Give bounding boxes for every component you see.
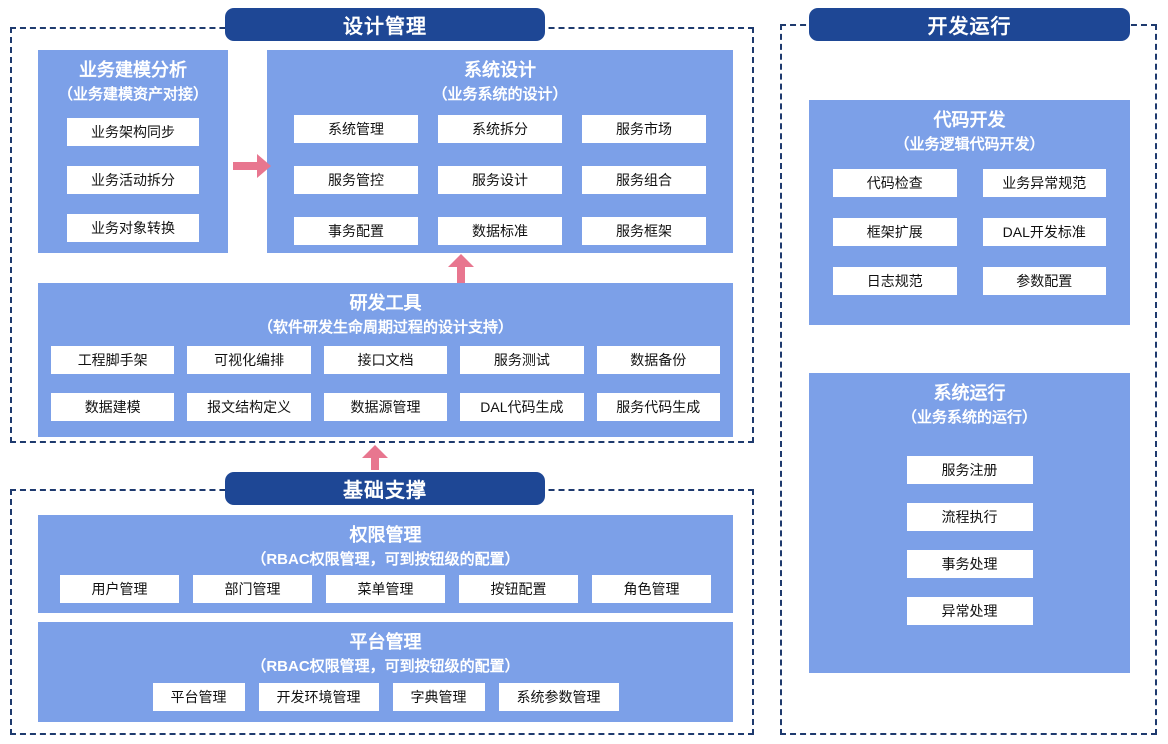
module-item: 异常处理 bbox=[906, 597, 1033, 625]
system-run-title: 系统运行 bbox=[933, 383, 1006, 403]
module-item: 系统管理 bbox=[294, 115, 418, 143]
code-dev-panel: 代码开发 （业务逻辑代码开发） 代码检查 业务异常规范 框架扩展 DAL开发标准… bbox=[809, 100, 1130, 325]
module-item: DAL代码生成 bbox=[460, 393, 584, 421]
platform-mgmt-title: 平台管理 bbox=[349, 632, 422, 652]
dev-tools-subtitle: （软件研发生命周期过程的设计支持） bbox=[257, 319, 513, 336]
module-item: 日志规范 bbox=[833, 267, 957, 295]
business-modeling-title: 业务建模分析 bbox=[79, 60, 187, 80]
module-item: 系统参数管理 bbox=[498, 683, 619, 711]
module-item: 数据标准 bbox=[438, 217, 562, 245]
module-item: 服务组合 bbox=[582, 166, 706, 194]
dev-tools-panel: 研发工具 （软件研发生命周期过程的设计支持） 工程脚手架 可视化编排 接口文档 … bbox=[38, 283, 733, 437]
module-item: 业务异常规范 bbox=[982, 169, 1106, 197]
business-modeling-panel: 业务建模分析 （业务建模资产对接） 业务架构同步 业务活动拆分 业务对象转换 bbox=[38, 50, 228, 253]
code-dev-subtitle: （业务逻辑代码开发） bbox=[894, 136, 1045, 153]
module-item: 角色管理 bbox=[592, 575, 711, 603]
module-item: 事务处理 bbox=[906, 550, 1033, 578]
module-item: 参数配置 bbox=[982, 267, 1106, 295]
design-management-header: 设计管理 bbox=[225, 8, 545, 41]
module-item: 服务测试 bbox=[460, 346, 584, 374]
module-item: 数据源管理 bbox=[323, 393, 448, 421]
dev-run-title: 开发运行 bbox=[927, 16, 1012, 38]
permission-mgmt-subtitle: （RBAC权限管理，可到按钮级的配置） bbox=[251, 551, 520, 568]
basic-support-title: 基础支撑 bbox=[343, 480, 427, 502]
arrow-up-icon bbox=[362, 445, 388, 471]
module-item: 部门管理 bbox=[193, 575, 312, 603]
module-item: 系统拆分 bbox=[438, 115, 562, 143]
module-item: 服务注册 bbox=[906, 456, 1033, 484]
module-item: 用户管理 bbox=[60, 575, 179, 603]
code-dev-title: 代码开发 bbox=[933, 110, 1006, 130]
module-item: 业务对象转换 bbox=[67, 214, 199, 242]
module-item: 服务市场 bbox=[582, 115, 706, 143]
module-item: 平台管理 bbox=[152, 683, 245, 711]
dev-tools-title: 研发工具 bbox=[349, 293, 422, 313]
system-run-panel: 系统运行 （业务系统的运行） 服务注册 流程执行 事务处理 异常处理 bbox=[809, 373, 1130, 673]
platform-mgmt-subtitle: （RBAC权限管理，可到按钮级的配置） bbox=[251, 658, 520, 675]
module-item: 数据建模 bbox=[51, 393, 175, 421]
module-item: 报文结构定义 bbox=[187, 393, 311, 421]
module-item: 服务设计 bbox=[438, 166, 562, 194]
module-item: 字典管理 bbox=[392, 683, 485, 711]
module-item: 可视化编排 bbox=[187, 346, 311, 374]
module-item: 事务配置 bbox=[294, 217, 418, 245]
design-management-title: 设计管理 bbox=[343, 16, 427, 38]
system-design-subtitle: （业务系统的设计） bbox=[432, 86, 568, 103]
module-item: 代码检查 bbox=[833, 169, 957, 197]
module-item: 业务架构同步 bbox=[67, 118, 199, 146]
module-item: 菜单管理 bbox=[326, 575, 445, 603]
dev-run-header: 开发运行 bbox=[809, 8, 1130, 41]
system-run-subtitle: （业务系统的运行） bbox=[901, 409, 1037, 426]
module-item: 按钮配置 bbox=[459, 575, 578, 603]
module-item: 流程执行 bbox=[906, 503, 1033, 531]
permission-mgmt-panel: 权限管理 （RBAC权限管理，可到按钮级的配置） 用户管理 部门管理 菜单管理 … bbox=[38, 515, 733, 613]
module-item: 开发环境管理 bbox=[258, 683, 379, 711]
system-design-title: 系统设计 bbox=[464, 60, 536, 80]
permission-mgmt-title: 权限管理 bbox=[349, 525, 422, 545]
system-design-panel: 系统设计 （业务系统的设计） 系统管理 系统拆分 服务市场 服务管控 服务设计 … bbox=[267, 50, 733, 253]
platform-mgmt-panel: 平台管理 （RBAC权限管理，可到按钮级的配置） 平台管理 开发环境管理 字典管… bbox=[38, 622, 733, 722]
arrow-up-icon bbox=[448, 254, 474, 283]
arrow-right-icon bbox=[233, 154, 271, 178]
module-item: 工程脚手架 bbox=[51, 346, 175, 374]
module-item: DAL开发标准 bbox=[982, 218, 1106, 246]
business-modeling-subtitle: （业务建模资产对接） bbox=[57, 86, 208, 103]
module-item: 服务代码生成 bbox=[596, 393, 720, 421]
module-item: 接口文档 bbox=[323, 346, 448, 374]
module-item: 服务框架 bbox=[582, 217, 706, 245]
module-item: 服务管控 bbox=[294, 166, 418, 194]
module-item: 数据备份 bbox=[596, 346, 720, 374]
module-item: 框架扩展 bbox=[833, 218, 957, 246]
module-item: 业务活动拆分 bbox=[67, 166, 199, 194]
basic-support-header: 基础支撑 bbox=[225, 472, 545, 505]
